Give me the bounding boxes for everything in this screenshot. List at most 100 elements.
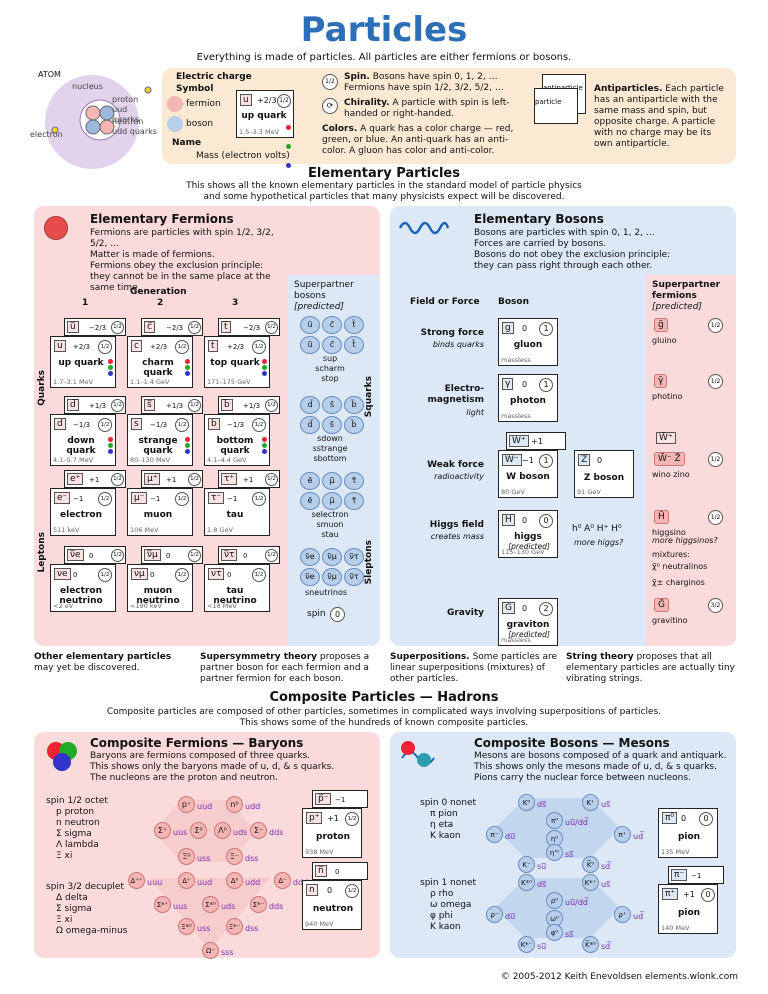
chirality-title: Chirality. xyxy=(344,98,390,108)
decuplet-item: Ω omega-minus xyxy=(56,926,128,936)
sparticle-symbol: t̃ xyxy=(344,336,364,354)
particle-name: pion xyxy=(677,908,701,918)
particle-name: proton xyxy=(316,832,350,842)
baryon-node: Δ⁰ xyxy=(226,872,243,889)
squark-name: sstrange xyxy=(312,444,348,453)
baryons-line-3: The nucleons are the proton and neutron. xyxy=(90,773,278,783)
baryon-node: Σ*⁰ xyxy=(202,896,219,913)
squark-name: scharm xyxy=(315,364,345,373)
wplus-symbol: W⁺ xyxy=(509,435,529,447)
color-dot xyxy=(185,449,190,454)
boson-charge: 0 xyxy=(522,604,528,613)
neutralinos-line: χ̃⁰ neutralinos xyxy=(652,562,708,571)
charginos-label: charginos xyxy=(665,578,705,587)
quark-content: sss xyxy=(221,948,234,957)
boson-name: photon xyxy=(510,396,546,406)
meson-node: π⁺ xyxy=(614,826,631,843)
color-dot xyxy=(108,371,113,376)
boson-charge: −1 xyxy=(522,456,534,465)
chirality-text: A particle with spin is left-handed or r… xyxy=(344,98,510,119)
fermion-icon xyxy=(44,216,68,240)
antiparticle-card: p̅⁻−1 xyxy=(312,790,368,808)
meson-node: K⁺ xyxy=(582,794,599,811)
spin-icon: 1/2 xyxy=(175,340,189,354)
generation-label: Generation xyxy=(130,287,187,297)
color-dot xyxy=(108,437,113,442)
particle-name: up quark xyxy=(58,358,104,368)
baryons-line-1: Baryons are fermions composed of three q… xyxy=(90,751,311,761)
neutralinos-label: neutralinos xyxy=(662,562,708,571)
superpartner-name: gravitino xyxy=(652,616,688,625)
octet-item: Λ lambda xyxy=(56,840,99,850)
bosons-title: Elementary Bosons xyxy=(474,212,604,226)
antiparticle-charge: −2/3 xyxy=(89,324,107,332)
color-dot xyxy=(108,449,113,454)
particle-symbol: νe xyxy=(54,568,71,580)
boson-symbol: G xyxy=(502,602,515,614)
particle-charge: 0 xyxy=(227,571,232,579)
color-dot xyxy=(185,371,190,376)
sparticle-symbol: s̃ xyxy=(322,416,342,434)
baryon-node: Ξ⁻ xyxy=(226,848,243,865)
particle-name: tau neutrino xyxy=(213,586,257,606)
quark-content: udd xyxy=(245,878,261,887)
spin-icon: 1 xyxy=(539,454,553,468)
nonet1-item: ρ rho xyxy=(430,889,454,899)
nonet1-item: ω omega xyxy=(430,900,472,910)
spin-icon: 1/2 xyxy=(175,492,189,506)
elementary-text1: This shows all the known elementary part… xyxy=(186,181,582,191)
bosons-description: Bosons are particles with spin 0, 1, 2, … xyxy=(474,228,674,272)
quark-content: ud̅ xyxy=(633,912,644,921)
quark-content: ud̅ xyxy=(633,832,644,841)
sparticle-symbol: ν̃τ xyxy=(344,568,364,586)
sneutrinos-label: sneutrinos xyxy=(305,588,348,597)
superpartner-name: gluino xyxy=(652,336,677,345)
sparticle-symbol: d̃ xyxy=(300,416,320,434)
antiparticle-charge: −2/3 xyxy=(166,324,184,332)
note-susy-text: proposes a partner boson for each fermio… xyxy=(200,652,370,684)
legend-example-charge: +2/3 xyxy=(257,96,277,105)
legend-symbol: Symbol xyxy=(176,84,214,94)
wave-icon xyxy=(398,221,450,235)
spin-text: Bosons have spin 0, 1, 2, … Fermions hav… xyxy=(344,72,504,93)
quark-content: dds xyxy=(269,902,284,911)
color-dot xyxy=(262,449,267,454)
antiparticle-charge: 0 xyxy=(166,552,171,560)
baryon-node: Σ*⁻ xyxy=(250,896,267,913)
meson-node: φ⁰ xyxy=(546,924,563,941)
color-dot xyxy=(262,443,267,448)
legend-example-card: u +2/3 1/2 up quark 1.5–3.3 MeV xyxy=(236,90,294,168)
meson-node: ρ⁺ xyxy=(614,906,631,923)
nucleus-label: nucleus xyxy=(72,82,103,91)
color-dots xyxy=(108,437,113,455)
force-name: Gravity xyxy=(446,608,484,618)
generation-2: 2 xyxy=(157,298,164,308)
sparticle-symbol: ũ xyxy=(300,316,320,334)
legend-example-symbol: u xyxy=(240,94,252,106)
particle-name: strange quark xyxy=(138,436,178,456)
slepton-name: selectron xyxy=(311,510,349,519)
page-title: Particles xyxy=(300,10,468,50)
baryon-node: Λ⁰ xyxy=(214,822,231,839)
antiparticle-card: π⁻−1 xyxy=(668,866,724,884)
quark-content: uuu xyxy=(147,878,163,887)
particle-charge: −1/3 xyxy=(150,421,168,429)
superpartner-symbol: H̃ xyxy=(654,510,669,524)
antiparticle-charge: −1 xyxy=(335,796,346,804)
sp-fermions-title-text: Superpartner fermions xyxy=(652,280,721,301)
note-superpos: Superpositions. Some particles are linea… xyxy=(390,652,560,685)
antiparticle-symbol: μ⁺ xyxy=(144,473,161,485)
sparticle-symbol: τ̃ xyxy=(344,492,364,510)
particle-charge: −1 xyxy=(227,495,238,503)
particle-symbol: c xyxy=(131,340,142,352)
note-other-title: Other elementary particles xyxy=(34,652,172,662)
elementary-text2: and some hypothetical particles that man… xyxy=(203,192,565,202)
